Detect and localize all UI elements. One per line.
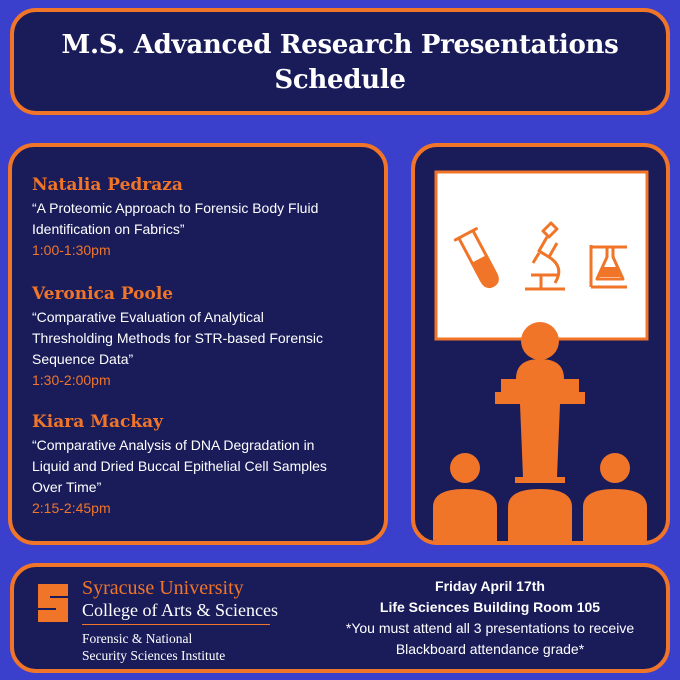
talk-title-line: Liquid and Dried Buccal Epithelial Cell … bbox=[32, 458, 327, 474]
page-title-line-2: Schedule bbox=[274, 65, 406, 95]
talk-title-line: “Comparative Evaluation of Analytical bbox=[32, 309, 264, 325]
attendance-note-line: *You must attend all 3 presentations to … bbox=[345, 620, 635, 636]
footer-panel: Syracuse University College of Arts & Sc… bbox=[10, 563, 670, 673]
talk-title-line: “A Proteomic Approach to Forensic Body F… bbox=[32, 200, 319, 216]
talk-time: 1:00-1:30pm bbox=[32, 242, 111, 258]
talk-item: Kiara Mackay “Comparative Analysis of DN… bbox=[32, 411, 372, 519]
syracuse-s-logo-icon bbox=[38, 584, 68, 622]
college-name: College of Arts & Sciences bbox=[82, 600, 278, 620]
university-name: Syracuse University bbox=[82, 577, 244, 599]
event-date: Friday April 17th bbox=[435, 578, 545, 594]
speaker-name: Kiara Mackay bbox=[32, 412, 163, 432]
institute-line: Forensic & National bbox=[82, 631, 193, 646]
talk-item: Natalia Pedraza “A Proteomic Approach to… bbox=[32, 174, 372, 261]
logo-divider bbox=[82, 624, 270, 625]
talk-title: “A Proteomic Approach to Forensic Body F… bbox=[32, 198, 372, 240]
flask-icon bbox=[589, 245, 627, 289]
page-title: M.S. Advanced Research Presentations Sch… bbox=[14, 28, 666, 98]
talk-item: Veronica Poole “Comparative Evaluation o… bbox=[32, 283, 372, 391]
event-info: Friday April 17th Life Sciences Building… bbox=[314, 576, 666, 660]
schedule-panel: Natalia Pedraza “A Proteomic Approach to… bbox=[8, 143, 388, 545]
talk-title-line: Thresholding Methods for STR-based Foren… bbox=[32, 330, 324, 346]
talk-title-line: Sequence Data” bbox=[32, 351, 134, 367]
institute-name: Forensic & National Security Sciences In… bbox=[82, 630, 282, 664]
speaker-name: Natalia Pedraza bbox=[32, 175, 183, 195]
talk-title-line: Identification on Fabrics” bbox=[32, 221, 185, 237]
test-tube-icon bbox=[453, 227, 499, 289]
talk-title-line: “Comparative Analysis of DNA Degradation… bbox=[32, 437, 315, 453]
audience-icon bbox=[433, 453, 647, 541]
page-title-line-1: M.S. Advanced Research Presentations bbox=[61, 30, 619, 60]
institute-line: Security Sciences Institute bbox=[82, 648, 226, 663]
talk-title: “Comparative Evaluation of Analytical Th… bbox=[32, 307, 372, 370]
presenter-icon bbox=[495, 322, 585, 483]
presentation-illustration bbox=[411, 143, 670, 545]
title-banner: M.S. Advanced Research Presentations Sch… bbox=[10, 8, 670, 115]
attendance-note-line: Blackboard attendance grade* bbox=[395, 641, 585, 657]
event-location: Life Sciences Building Room 105 bbox=[379, 599, 601, 615]
speaker-name: Veronica Poole bbox=[32, 284, 174, 304]
talk-time: 2:15-2:45pm bbox=[32, 500, 111, 516]
illustration-svg bbox=[433, 170, 649, 541]
talk-title: “Comparative Analysis of DNA Degradation… bbox=[32, 435, 372, 498]
talk-title-line: Over Time” bbox=[32, 479, 102, 495]
microscope-icon bbox=[525, 221, 565, 291]
talk-time: 1:30-2:00pm bbox=[32, 372, 111, 388]
